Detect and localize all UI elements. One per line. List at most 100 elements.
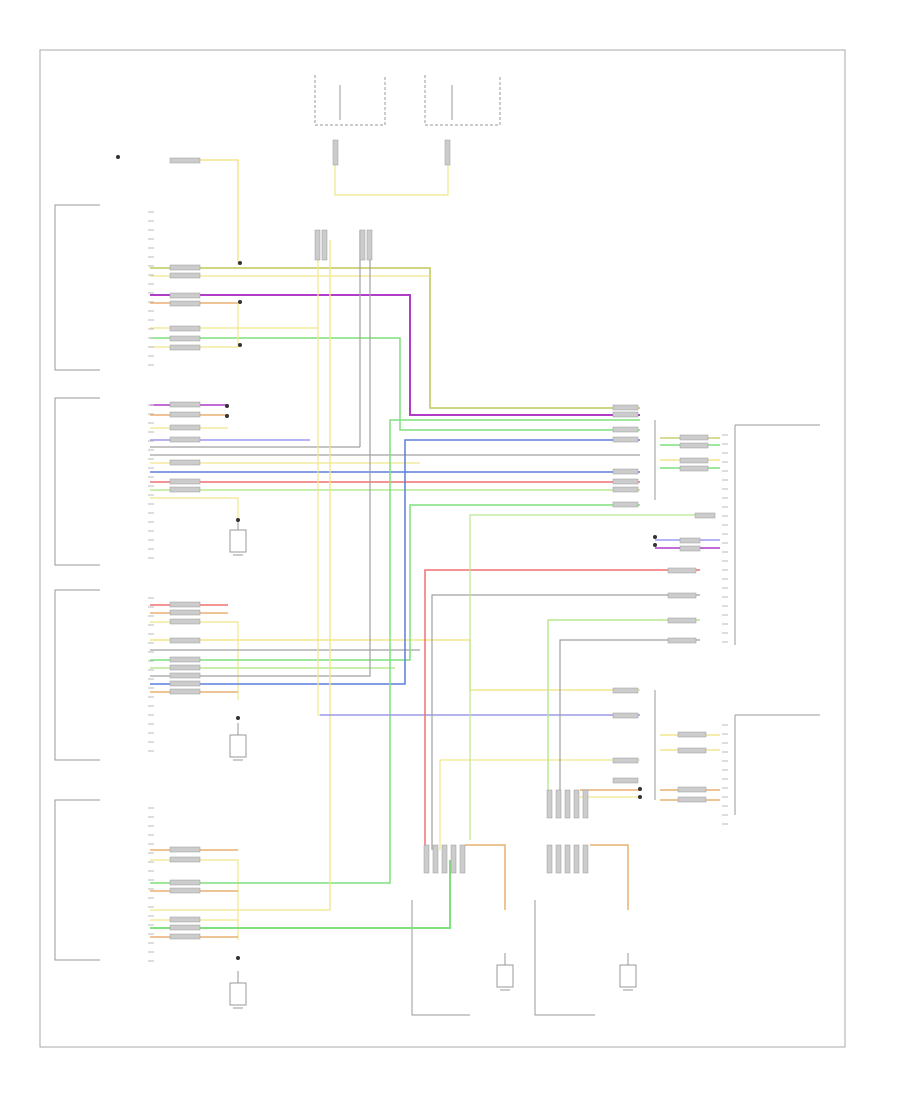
- ground-group: [116, 155, 657, 1009]
- conn-rth-2: [169, 618, 201, 625]
- conn-rth-8: [169, 688, 201, 695]
- conn-rh-4: [169, 916, 201, 923]
- ground-rh-main-body: [229, 982, 247, 1006]
- diagram-frame: [39, 49, 846, 1048]
- conn-right-5: [612, 478, 639, 485]
- conn-top-r: [444, 139, 451, 166]
- wire-lh-olive: [150, 267, 640, 409]
- splice-dot-11: [638, 787, 642, 791]
- wire-sensor-orange-l: [590, 844, 629, 910]
- conn-mid-2: [612, 757, 639, 764]
- connector-group: [169, 139, 716, 940]
- wire-bottom-grey: [431, 594, 700, 850]
- conn-rsam-1: [677, 747, 707, 754]
- splice-dot-7: [236, 716, 240, 720]
- splice-dot-10: [653, 543, 657, 547]
- conn-rsam-3: [677, 796, 707, 803]
- conn-rh-0: [169, 846, 201, 853]
- conn-trunk-4: [366, 229, 373, 261]
- conn-rth-7: [169, 680, 201, 687]
- wire-lh-purple: [150, 294, 640, 416]
- ground-lh-front-body: [229, 529, 247, 553]
- wire-lh-green: [150, 337, 640, 431]
- conn-mid-1: [612, 712, 639, 719]
- conn-right-7: [612, 501, 639, 508]
- top-left-relay-box: [314, 75, 386, 126]
- conn-lth-4: [169, 459, 201, 466]
- conn-bottom-l2-0: [546, 844, 553, 874]
- conn-fsam3-3: [667, 637, 697, 644]
- conn-rh-2: [169, 879, 201, 886]
- left-dynamic-sensor-box: [534, 900, 595, 1016]
- wire-bottom-lightgreen: [547, 619, 700, 790]
- wire-group: [150, 150, 720, 940]
- conn-fsam-1: [679, 442, 709, 449]
- conn-trunk-1: [314, 229, 321, 261]
- splice-dot-12: [638, 795, 642, 799]
- conn-bottom-l-3: [573, 789, 580, 819]
- conn-fsam3-1: [667, 592, 697, 599]
- pin-group: [148, 211, 728, 962]
- conn-lh-6: [169, 335, 201, 342]
- conn-bottom-r-3: [450, 844, 457, 874]
- conn-rth-0: [169, 601, 201, 608]
- conn-mid-3: [612, 777, 639, 784]
- splice-dot-8: [236, 956, 240, 960]
- ground-rh-front-body: [229, 734, 247, 758]
- conn-lh-4: [169, 300, 201, 307]
- conn-right-2: [612, 426, 639, 433]
- wire-rth-yellow2: [150, 639, 640, 691]
- conn-bottom-l2-4: [582, 844, 589, 874]
- conn-trunk-2: [321, 229, 328, 261]
- conn-fsam-2: [679, 457, 709, 464]
- right-headlamp-box: [54, 799, 100, 961]
- conn-bottom-l2-1: [555, 844, 562, 874]
- conn-bottom-r-0: [423, 844, 430, 874]
- wire-mid-lightgreen: [469, 514, 700, 840]
- conn-lh-5: [169, 325, 201, 332]
- conn-lh-0: [169, 157, 201, 164]
- conn-rth-6: [169, 672, 201, 679]
- conn-fsam2-1: [679, 545, 701, 552]
- ground-rh-front: [229, 723, 247, 761]
- ground-sensor-r: [496, 953, 514, 991]
- conn-right-6: [612, 486, 639, 493]
- conn-lth-5: [169, 478, 201, 485]
- wire-rh-green2: [150, 860, 451, 929]
- conn-bottom-r-1: [432, 844, 439, 874]
- wire-bottom-yellow: [439, 759, 640, 850]
- conn-lh-3: [169, 292, 201, 299]
- conn-fsam3-0: [667, 567, 697, 574]
- splice-dot-5: [225, 414, 229, 418]
- splice-dot-1: [238, 261, 242, 265]
- conn-lh-1: [169, 264, 201, 271]
- wire-lh-upper-yellow: [175, 159, 239, 265]
- conn-right-3: [612, 436, 639, 443]
- left-headlamp-box: [54, 204, 100, 371]
- conn-rth-3: [169, 637, 201, 644]
- conn-bottom-l-4: [582, 789, 589, 819]
- conn-lth-6: [169, 486, 201, 493]
- splice-dot-3: [238, 343, 242, 347]
- conn-lth-3: [169, 436, 201, 443]
- conn-mid-0: [612, 687, 639, 694]
- splice-dot-2: [238, 300, 242, 304]
- wire-rth-blue: [150, 439, 640, 685]
- conn-fsam2-2: [694, 512, 716, 519]
- conn-rh-6: [169, 933, 201, 940]
- conn-fsam2-0: [679, 537, 701, 544]
- conn-bottom-l-1: [555, 789, 562, 819]
- conn-bottom-r-2: [441, 844, 448, 874]
- conn-rh-3: [169, 887, 201, 894]
- conn-fsam-3: [679, 465, 709, 472]
- splice-dot-9: [653, 535, 657, 539]
- conn-trunk-3: [359, 229, 366, 261]
- conn-rsam-2: [677, 786, 707, 793]
- conn-right-1: [612, 411, 639, 418]
- wire-top-yellow-loop: [334, 150, 449, 196]
- wire-rh-green: [150, 419, 640, 884]
- conn-rh-5: [169, 924, 201, 931]
- splice-dot-6: [236, 518, 240, 522]
